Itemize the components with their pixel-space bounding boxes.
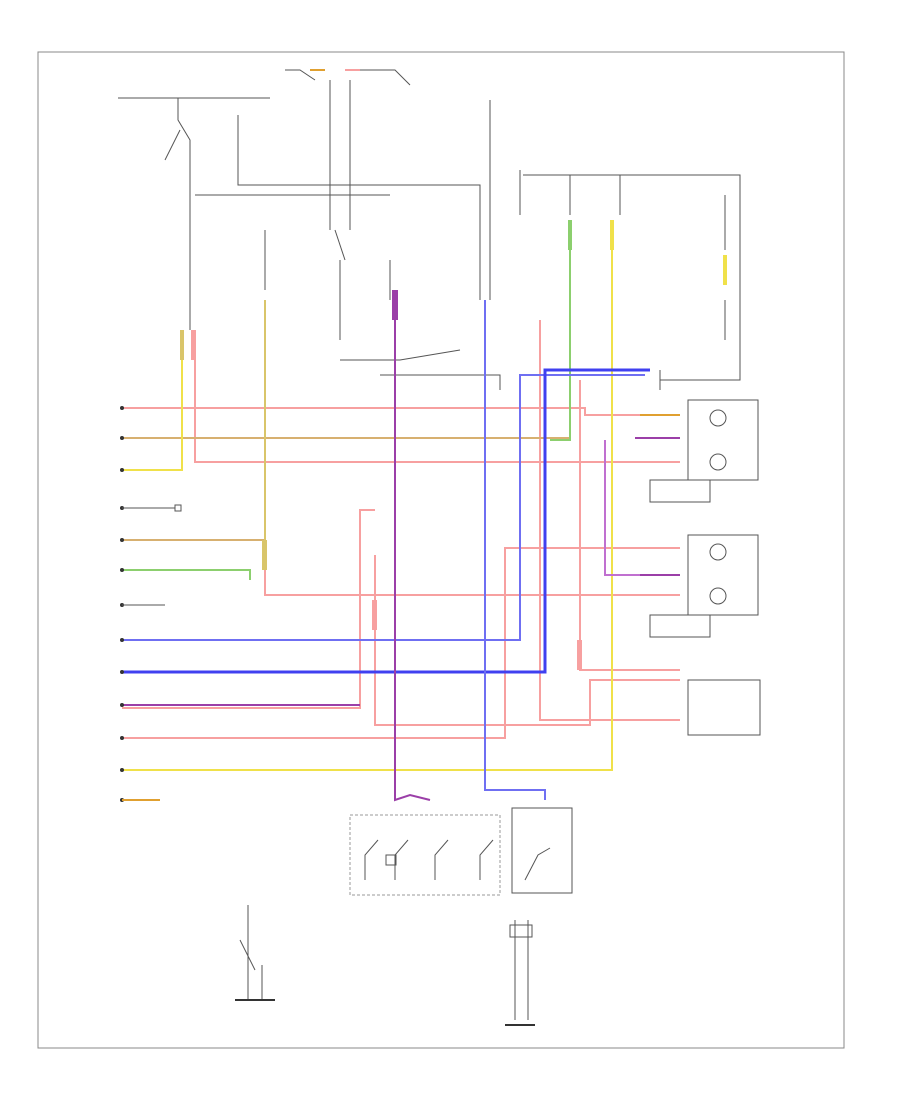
- left-headlight: [687, 399, 759, 481]
- high-beam-indicator: [687, 679, 761, 736]
- right-front-marker: [649, 614, 711, 638]
- pin-8-dot: [120, 638, 124, 642]
- left-connector: [120, 406, 182, 802]
- headlight-switch: [349, 814, 501, 896]
- pin-5-dot: [120, 538, 124, 542]
- pin-1-dot: [120, 406, 124, 410]
- right-components: [649, 370, 761, 736]
- pin-3-dot: [120, 468, 124, 472]
- connector-ticks: [180, 220, 727, 670]
- dimmer-switch: [511, 807, 573, 894]
- right-headlight-high-filament: [709, 543, 727, 561]
- diagram-frame: [37, 51, 845, 1049]
- left-headlight-high-filament: [709, 409, 727, 427]
- pin-2-dot: [120, 436, 124, 440]
- pin-10-dot: [120, 703, 124, 707]
- fuse-section: [118, 69, 741, 390]
- bottom-switches: [235, 807, 573, 1026]
- pin-9-dot: [120, 670, 124, 674]
- pin-12-dot: [120, 768, 124, 772]
- colored-wires: [122, 69, 680, 802]
- pin-11-dot: [120, 736, 124, 740]
- right-headlight: [687, 534, 759, 616]
- pin-6-dot: [120, 568, 124, 572]
- left-front-marker: [649, 479, 711, 503]
- right-headlight-low-filament: [709, 587, 727, 605]
- left-headlight-low-filament: [709, 453, 727, 471]
